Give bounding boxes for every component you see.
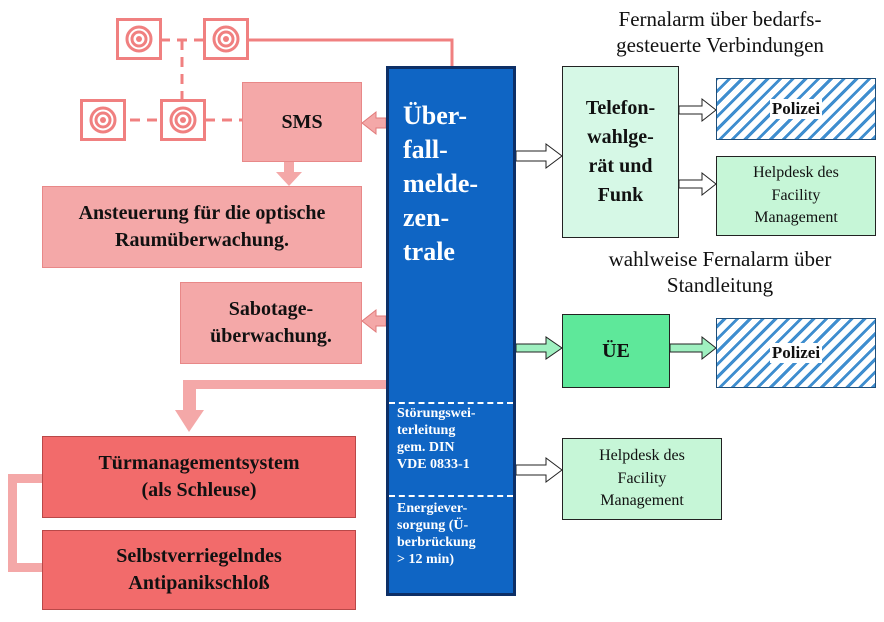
leased-line-heading-line: Standleitung xyxy=(666,273,774,298)
sabotage-line-2: überwachung. xyxy=(210,325,332,347)
helpdesk-line: Helpdesk des xyxy=(599,447,685,465)
sabotage-monitoring-box: Sabotage- überwachung. xyxy=(180,282,362,364)
police-label: Polizei xyxy=(769,99,823,119)
sabotage-line-1: Sabotage- xyxy=(228,298,314,320)
detector-icon xyxy=(80,99,126,141)
fault-forwarding-line: gem. DIN xyxy=(397,440,455,455)
optical-monitoring-box: Ansteuerung für die optische Raumüberwac… xyxy=(42,186,362,268)
helpdesk-box: Helpdesk des Facility Management xyxy=(716,156,876,236)
central-section-divider xyxy=(389,402,513,404)
police-label: Polizei xyxy=(769,343,823,363)
sms-box: SMS xyxy=(242,82,362,162)
optical-monitoring-line-1: Ansteuerung für die optische xyxy=(78,202,326,224)
police-box: Polizei xyxy=(716,318,876,388)
antipanic-line-2: Antipanikschloß xyxy=(128,572,270,594)
helpdesk-line: Management xyxy=(754,209,838,227)
telephone-dialer-line: Funk xyxy=(597,184,644,206)
leased-line-heading: wahlweise Fernalarm über Standleitung xyxy=(560,246,880,299)
door-management-box: Türmanagementsystem (als Schleuse) xyxy=(42,436,356,518)
telephone-dialer-line: wahlge- xyxy=(587,126,654,148)
sms-label: SMS xyxy=(281,110,323,133)
helpdesk-box: Helpdesk des Facility Management xyxy=(562,438,722,520)
central-fault-forwarding: Störungswei- terleitung gem. DIN VDE 083… xyxy=(397,405,476,473)
helpdesk-line: Management xyxy=(600,492,684,510)
remote-alarm-heading-line: Fernalarm über bedarfs- xyxy=(618,7,822,31)
fault-forwarding-line: VDE 0833-1 xyxy=(397,457,470,472)
central-section-divider xyxy=(389,495,513,497)
central-title-line: zen- xyxy=(403,203,450,232)
helpdesk-line: Facility xyxy=(617,469,667,487)
central-title-line: melde- xyxy=(403,169,479,198)
door-management-line-1: Türmanagementsystem xyxy=(98,452,300,474)
power-supply-line: berbrückung xyxy=(397,535,476,550)
central-title-line: trale xyxy=(403,237,455,266)
helpdesk-line: Facility xyxy=(771,186,821,204)
antipanic-lock-box: Selbstverriegelndes Antipanikschloß xyxy=(42,530,356,610)
detector-icon xyxy=(203,18,249,60)
central-title-line: Über- xyxy=(403,101,468,130)
power-supply-line: > 12 min) xyxy=(397,552,454,567)
antipanic-line-1: Selbstverriegelndes xyxy=(116,545,282,567)
central-power-supply: Energiever- sorgung (Ü- berbrückung > 12… xyxy=(397,500,476,568)
remote-alarm-heading: Fernalarm über bedarfs- gesteuerte Verbi… xyxy=(560,6,880,59)
remote-alarm-heading-line: gesteuerte Verbindungen xyxy=(616,33,824,58)
door-management-line-2: (als Schleuse) xyxy=(141,479,257,501)
power-supply-line: sorgung (Ü- xyxy=(397,518,469,533)
transmission-unit-label: ÜE xyxy=(602,339,630,362)
telephone-dialer-line: Telefon- xyxy=(585,97,656,119)
central-title-line: fall- xyxy=(403,135,448,164)
central-title: Über- fall- melde- zen- trale xyxy=(403,99,478,269)
telephone-dialer-line: rät und xyxy=(588,155,653,177)
leased-line-heading-line: wahlweise Fernalarm über xyxy=(608,247,832,271)
transmission-unit-box: ÜE xyxy=(562,314,670,388)
power-supply-line: Energiever- xyxy=(397,501,468,516)
optical-monitoring-line-2: Raumüberwachung. xyxy=(115,229,289,251)
police-box: Polizei xyxy=(716,78,876,140)
helpdesk-line: Helpdesk des xyxy=(753,164,839,182)
central-alarm-unit: Über- fall- melde- zen- trale Störungswe… xyxy=(386,66,516,596)
fault-forwarding-line: Störungswei- xyxy=(397,406,476,421)
detector-icon xyxy=(116,18,162,60)
fault-forwarding-line: terleitung xyxy=(397,423,456,438)
detector-icon xyxy=(160,99,206,141)
telephone-dialer-box: Telefon- wahlge- rät und Funk xyxy=(562,66,679,238)
